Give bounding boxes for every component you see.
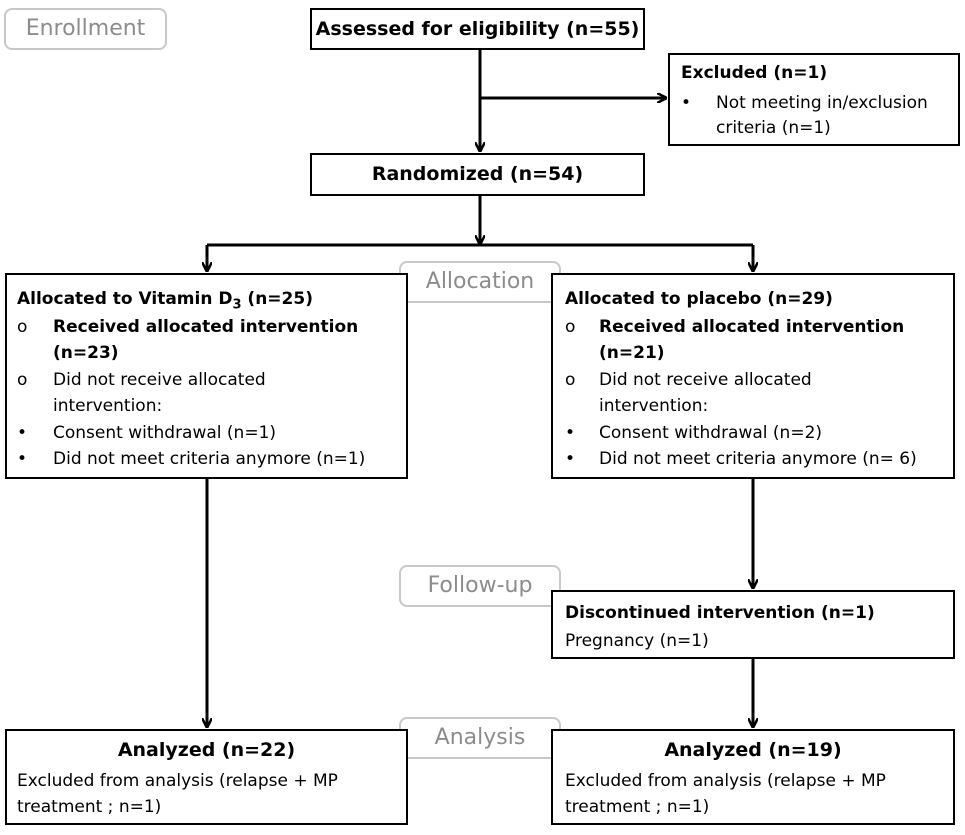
discontinued-title: Discontinued intervention (n=1) xyxy=(565,603,875,623)
vitd-analyzed-line1: Excluded from analysis (relapse + MP xyxy=(17,771,338,791)
stage-allocation: Allocation xyxy=(399,261,561,303)
placebo-analyzed-box: Analyzed (n=19) Excluded from analysis (… xyxy=(551,729,955,825)
vitd-criteria: Did not meet criteria anymore (n=1) xyxy=(53,449,366,469)
vitd-analyzed-box: Analyzed (n=22) Excluded from analysis (… xyxy=(5,729,408,825)
vitd-consent: Consent withdrawal (n=1) xyxy=(53,423,277,443)
placebo-allocation-box: Allocated to placebo (n=29) o Received a… xyxy=(551,273,955,479)
placebo-analyzed-line1: Excluded from analysis (relapse + MP xyxy=(565,771,886,791)
stage-followup: Follow-up xyxy=(399,565,561,607)
discontinued-detail: Pregnancy (n=1) xyxy=(565,631,709,651)
placebo-analyzed-line2: treatment ; n=1) xyxy=(565,797,710,817)
discontinued-box: Discontinued intervention (n=1) Pregnanc… xyxy=(551,590,955,659)
vitd-notreceived-line1: Did not receive allocated xyxy=(53,370,266,390)
circle-bullet-icon: o xyxy=(17,370,28,390)
bullet-icon: • xyxy=(17,449,28,469)
randomized-title: Randomized (n=54) xyxy=(371,163,584,185)
stage-enrollment: Enrollment xyxy=(4,8,167,50)
bullet-icon: • xyxy=(681,93,692,113)
vitd-allocation-box: Allocated to Vitamin D3 (n=25) o Receive… xyxy=(5,273,408,479)
vitd-received-line2: (n=23) xyxy=(53,343,119,363)
vitd-analyzed-line2: treatment ; n=1) xyxy=(17,797,162,817)
placebo-analyzed-title: Analyzed (n=19) xyxy=(664,739,842,761)
vitd-analyzed-title: Analyzed (n=22) xyxy=(117,739,296,761)
assessed-title: Assessed for eligibility (n=55) xyxy=(315,18,640,40)
vitd-notreceived-line2: intervention: xyxy=(53,396,163,416)
vitd-title: Allocated to Vitamin D3 (n=25) xyxy=(17,289,313,313)
placebo-received-line2: (n=21) xyxy=(599,343,665,363)
stage-analysis: Analysis xyxy=(399,717,561,759)
excluded-reason-line1: Not meeting in/exclusion xyxy=(716,93,928,113)
excluded-reason-line2: criteria (n=1) xyxy=(716,118,831,138)
excluded-box: Excluded (n=1) • Not meeting in/exclusio… xyxy=(668,53,960,146)
assessed-box: Assessed for eligibility (n=55) xyxy=(310,8,645,50)
circle-bullet-icon: o xyxy=(17,317,28,337)
randomized-box: Randomized (n=54) xyxy=(310,153,645,196)
placebo-criteria: Did not meet criteria anymore (n= 6) xyxy=(599,449,917,469)
placebo-title: Allocated to placebo (n=29) xyxy=(565,289,833,309)
excluded-title: Excluded (n=1) xyxy=(681,63,828,83)
vitd-received-line1: Received allocated intervention xyxy=(53,317,359,337)
bullet-icon: • xyxy=(565,423,576,443)
circle-bullet-icon: o xyxy=(565,317,576,337)
circle-bullet-icon: o xyxy=(565,370,576,390)
placebo-received-line1: Received allocated intervention xyxy=(599,317,905,337)
placebo-notreceived-line1: Did not receive allocated xyxy=(599,370,812,390)
bullet-icon: • xyxy=(17,423,28,443)
placebo-consent: Consent withdrawal (n=2) xyxy=(599,423,823,443)
bullet-icon: • xyxy=(565,449,576,469)
placebo-notreceived-line2: intervention: xyxy=(599,396,709,416)
